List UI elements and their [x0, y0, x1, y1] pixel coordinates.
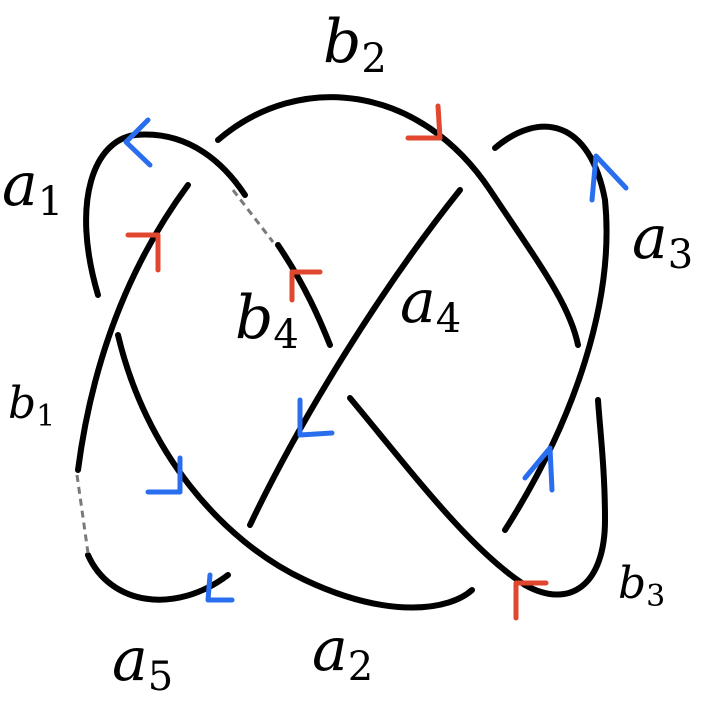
- label-b4: b4: [235, 283, 299, 358]
- arc-lower-right: [347, 395, 528, 588]
- arc-a3: [492, 123, 610, 533]
- knot-strands: [75, 94, 610, 611]
- label-b2: b2: [323, 7, 387, 82]
- dashed-connectors: [75, 189, 275, 554]
- label-a2: a2: [312, 615, 373, 690]
- red-marker-b2: [405, 103, 443, 141]
- arc-left-long: [75, 182, 191, 473]
- red-marker-b1: [125, 232, 161, 273]
- arc-labels: b2 a1 a3 b4 a4 b1 b3 a5 a2: [2, 7, 693, 700]
- blue-marker-a1: [123, 117, 153, 168]
- label-b3: b3: [618, 558, 665, 614]
- label-a5: a5: [112, 625, 173, 700]
- blue-marker-a3: [589, 153, 629, 203]
- label-a4: a4: [400, 267, 461, 342]
- arc-a2: [115, 332, 475, 611]
- blue-marker-b3-right: [522, 445, 555, 493]
- blue-marker-a4: [297, 397, 335, 438]
- arc-b3-loop: [522, 397, 608, 598]
- label-b1: b1: [8, 378, 55, 434]
- label-a1: a1: [2, 150, 63, 225]
- blue-marker-a2: [145, 455, 183, 495]
- dashed-connector-left: [75, 474, 90, 554]
- arc-top-outer: [215, 94, 581, 348]
- red-marker-b4: [289, 269, 323, 303]
- red-marker-b3: [513, 580, 549, 621]
- orientation-markers: [123, 103, 629, 621]
- label-a3: a3: [632, 203, 693, 278]
- dashed-connector-top: [231, 189, 275, 243]
- blue-marker-a5: [205, 572, 235, 603]
- arc-a4-diagonal: [247, 187, 463, 528]
- arc-a1-inner: [275, 242, 333, 348]
